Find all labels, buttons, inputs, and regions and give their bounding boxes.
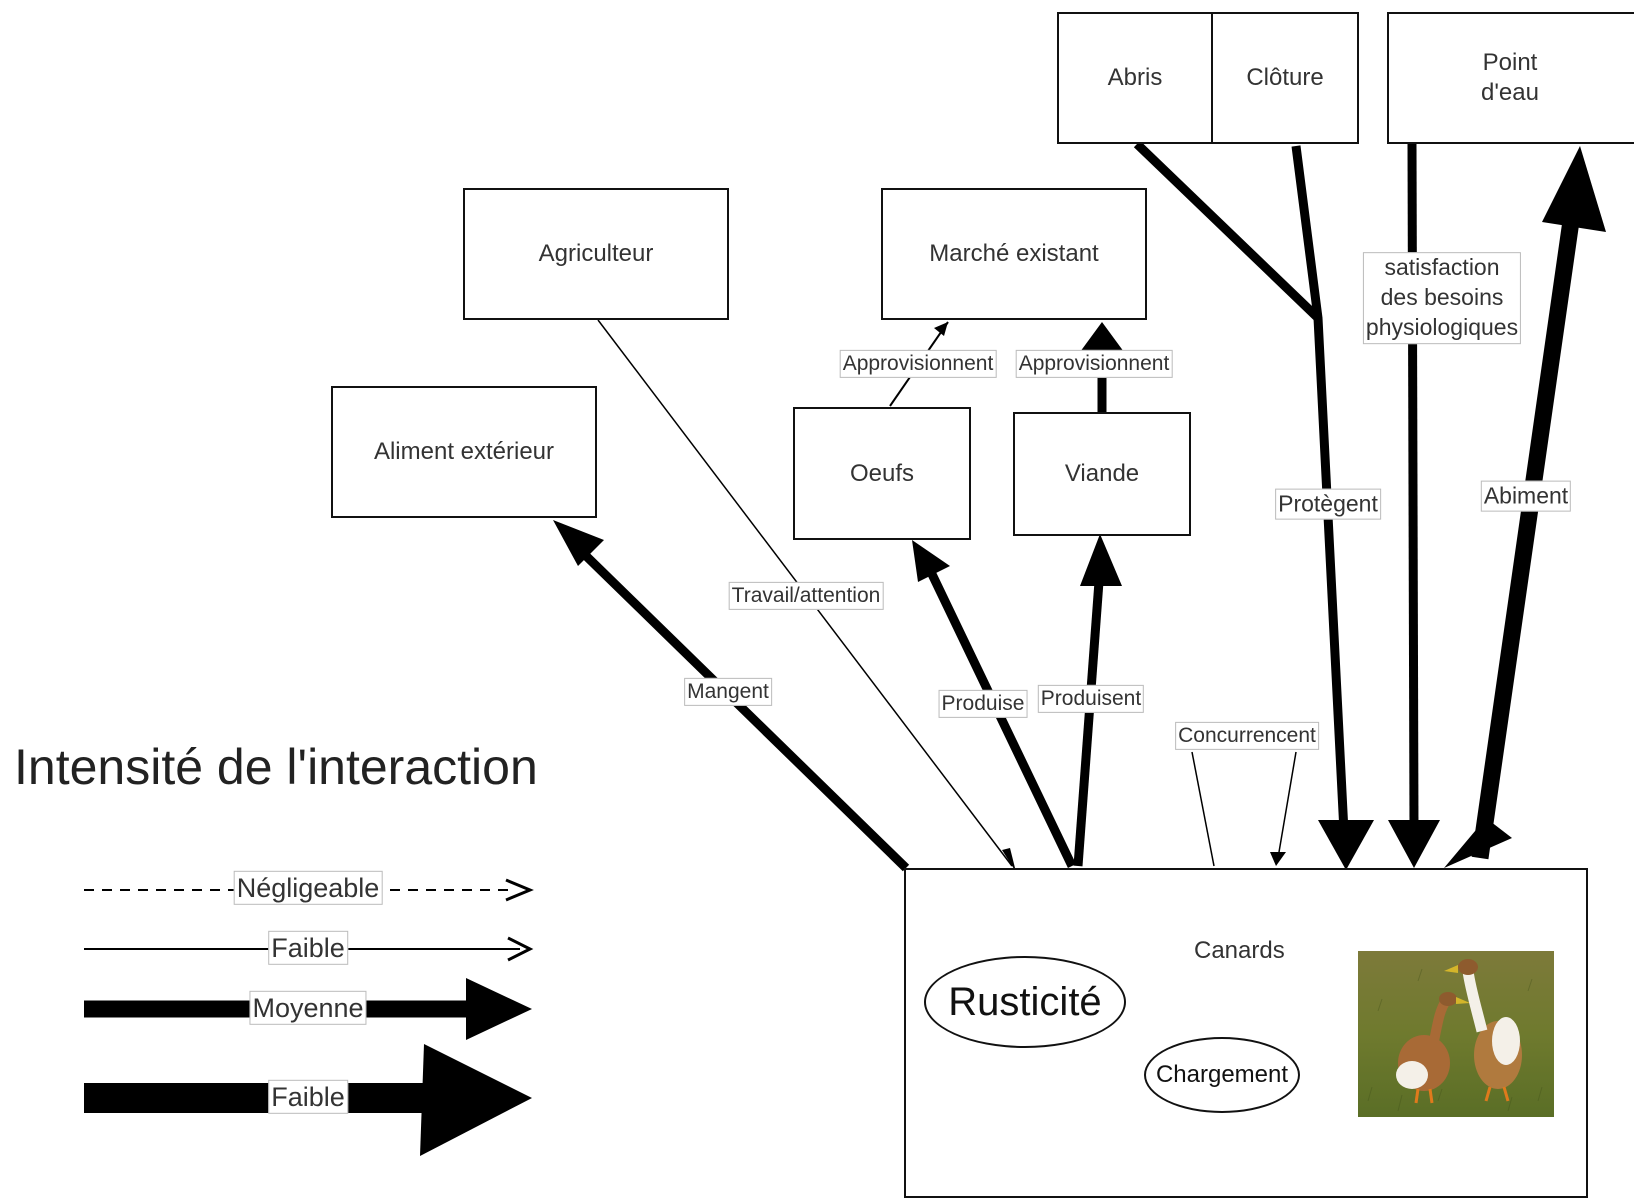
edge-abiment (1471, 198, 1583, 860)
arrowhead-protegent (1318, 820, 1374, 870)
arrowhead-travail (1002, 848, 1016, 872)
edge-abris-cloture-merge (1133, 140, 1322, 322)
arrowhead-satisfaction (1388, 820, 1440, 868)
label-produise: Produise (938, 689, 1028, 719)
legend-label-moyenne: Moyenne (249, 990, 367, 1026)
node-cloture-label: Clôture (1246, 64, 1324, 91)
arrowhead-approvisionnent-oeufs (934, 322, 948, 336)
arrowhead-approvisionnent-viande (1080, 322, 1124, 352)
legend-title: Intensité de l'interaction (14, 739, 538, 795)
arrowhead-concurrencent (1270, 852, 1286, 866)
label-approvisionnent-viande: Approvisionnent (1015, 349, 1173, 379)
ducks-photo (1358, 951, 1554, 1117)
node-aliment: Aliment extérieur (331, 386, 597, 518)
legend-arrowhead-moyenne (466, 978, 532, 1040)
node-viande-label: Viande (1064, 460, 1140, 487)
arrowhead-abiment-tail (1444, 818, 1512, 868)
label-abiment: Abiment (1480, 480, 1572, 512)
arrowhead-produisent (1080, 534, 1122, 586)
label-approvisionnent-oeufs: Approvisionnent (839, 349, 997, 379)
legend-arrowhead-faible (507, 936, 534, 962)
label-mangent: Mangent (684, 677, 772, 707)
attr-rusticite: Rusticité (924, 956, 1126, 1048)
edge-mangent (576, 546, 910, 872)
label-travail: Travail/attention (728, 581, 884, 611)
edge-satisfaction (1407, 143, 1419, 833)
label-satisfaction-line3: physiologiques (1365, 313, 1519, 340)
label-satisfaction-line1: satisfaction (1384, 254, 1500, 281)
attr-chargement: Chargement (1144, 1037, 1300, 1113)
node-aliment-label: Aliment extérieur (373, 438, 555, 465)
attr-rusticite-label: Rusticité (948, 979, 1102, 1024)
legend-arrowhead-negligeable (505, 878, 534, 902)
node-point-eau-line2: d'eau (1481, 79, 1539, 106)
node-marche: Marché existant (881, 188, 1147, 320)
arrowhead-produise (912, 540, 950, 582)
label-produisent: Produisent (1037, 684, 1145, 714)
label-protegent: Protègent (1275, 488, 1381, 520)
edge-concurrencent-left (1191, 751, 1215, 867)
node-viande: Viande (1013, 412, 1191, 536)
node-oeufs: Oeufs (793, 407, 971, 540)
edge-concurrencent-right (1277, 751, 1297, 859)
attr-chargement-label: Chargement (1155, 1061, 1289, 1088)
node-marche-label: Marché existant (929, 240, 1099, 267)
node-agriculteur: Agriculteur (463, 188, 729, 320)
label-satisfaction: satisfaction des besoins physiologiques (1362, 252, 1522, 344)
node-point-eau-label: Point d'eau (1481, 48, 1539, 108)
node-canards-label: Canards (1194, 937, 1285, 964)
legend-arrowhead-forte (420, 1044, 532, 1156)
node-agriculteur-label: Agriculteur (538, 240, 654, 267)
arrowhead-abiment (1542, 146, 1606, 232)
node-abris: Abris (1057, 12, 1213, 144)
node-abris-label: Abris (1107, 64, 1163, 91)
label-concurrencent: Concurrencent (1175, 721, 1319, 751)
legend-label-faible: Faible (268, 930, 348, 966)
label-satisfaction-line2: des besoins (1380, 284, 1504, 311)
edge-produisent (1073, 567, 1105, 867)
node-oeufs-label: Oeufs (849, 459, 915, 487)
edge-protegent (1291, 145, 1349, 833)
node-point-eau: Point d'eau (1387, 12, 1634, 144)
legend-label-forte: Faible (268, 1079, 348, 1115)
arrowhead-mangent (553, 520, 604, 566)
legend-label-negligeable: Négligeable (233, 870, 383, 906)
node-point-eau-line1: Point (1482, 49, 1538, 76)
node-cloture: Clôture (1211, 12, 1359, 144)
